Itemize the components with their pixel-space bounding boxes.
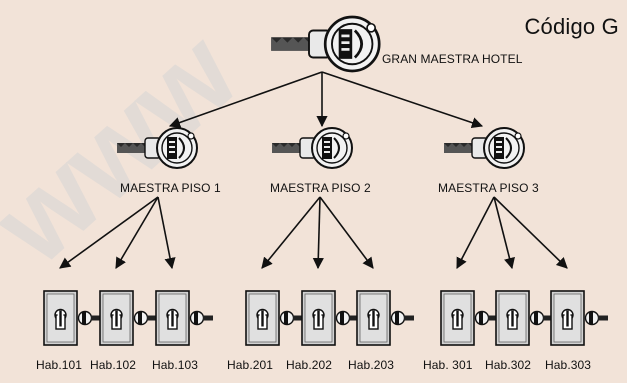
arrow-floor-3-to-room-1 (456, 196, 495, 269)
arrow-grand-to-floor-1 (168, 71, 323, 128)
arrow-floor-2-to-room-2 (312, 196, 324, 270)
room-label-103: Hab.103 (152, 358, 199, 372)
connector-arrows (59, 71, 568, 270)
room-lock-cylinder-icon (550, 290, 609, 346)
room-label-201: Hab.201 (227, 358, 274, 372)
room-label-203: Hab.203 (348, 358, 395, 372)
grand-master-label: GRAN MAESTRA HOTEL (382, 52, 523, 66)
floor-3-master-key-icon (443, 127, 525, 169)
room-label-102: Hab.102 (90, 358, 137, 372)
floor-1-label: MAESTRA PISO 1 (120, 181, 221, 195)
room-label-202: Hab.202 (286, 358, 333, 372)
arrow-floor-1-to-room-2 (115, 196, 159, 269)
room-lock-cylinder-icon (43, 290, 102, 346)
room-lock-cylinder-icon (99, 290, 158, 346)
room-lock-cylinder-icon (245, 290, 304, 346)
room-locks (43, 290, 609, 346)
arrow-floor-3-to-room-2 (493, 196, 515, 270)
arrow-grand-to-floor-3 (321, 71, 484, 129)
floor-3-label: MAESTRA PISO 3 (438, 181, 539, 195)
room-lock-cylinder-icon (155, 290, 214, 346)
room-label-302: Hab.302 (485, 358, 532, 372)
floor-2-label: MAESTRA PISO 2 (270, 181, 371, 195)
room-lock-cylinder-icon (440, 290, 499, 346)
room-lock-cylinder-icon (356, 290, 415, 346)
room-label-101: Hab.101 (36, 358, 83, 372)
grand-master-key-icon (269, 15, 381, 73)
room-label-303: Hab.303 (545, 358, 592, 372)
arrow-floor-2-to-room-1 (261, 196, 321, 269)
arrow-floor-3-to-room-3 (493, 196, 568, 269)
arrow-floor-2-to-room-3 (319, 196, 374, 269)
code-title: Código G (524, 14, 619, 39)
room-label-301: Hab. 301 (423, 358, 473, 372)
arrow-floor-1-to-room-1 (59, 196, 159, 269)
arrow-floor-1-to-room-3 (157, 196, 176, 270)
room-lock-cylinder-icon (301, 290, 360, 346)
floor-2-master-key-icon (271, 127, 353, 169)
room-lock-cylinder-icon (495, 290, 554, 346)
